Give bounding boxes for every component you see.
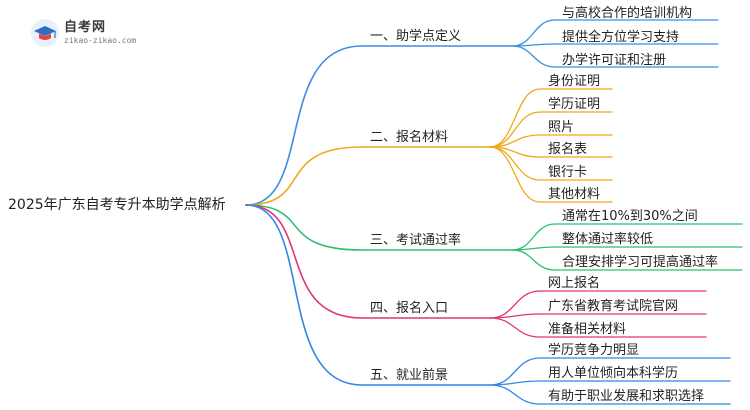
leaf-connector — [511, 249, 556, 271]
leaf-connector — [489, 384, 541, 405]
leaf-topic: 照片 — [548, 120, 575, 135]
leaf-connector — [489, 317, 541, 338]
leaf-topic: 准备相关材料 — [548, 322, 627, 337]
brand-logo-block: 自考网 zikao-zikao.com — [30, 18, 136, 48]
leaf-topic: 身份证明 — [548, 74, 601, 89]
branch-topic: 四、报名入口 — [370, 301, 449, 316]
brand-name: 自考网 — [64, 20, 107, 35]
leaf-topic: 网上报名 — [548, 276, 601, 291]
leaf-connector — [489, 380, 541, 386]
branch-topic: 二、报名材料 — [370, 130, 449, 145]
graduation-cap-logo-icon — [31, 19, 59, 47]
leaf-connector — [511, 223, 556, 251]
leaf-connector — [489, 88, 541, 148]
branch-topic: 三、考试通过率 — [370, 233, 462, 248]
leaf-topic: 报名表 — [548, 142, 588, 157]
branch-topic: 一、助学点定义 — [370, 29, 462, 44]
leaf-connector — [489, 313, 541, 319]
root-connector — [245, 204, 363, 386]
root-connector — [245, 45, 363, 206]
leaf-topic: 学历竞争力明显 — [548, 343, 640, 358]
leaf-topic: 学历证明 — [548, 97, 601, 112]
leaf-connector — [511, 45, 556, 68]
leaf-topic: 有助于职业发展和求职选择 — [548, 389, 705, 404]
leaf-connector — [511, 19, 556, 47]
root-topic: 2025年广东自考专升本助学点解析 — [8, 197, 226, 213]
leaf-topic: 广东省教育考试院官网 — [548, 299, 679, 314]
root-connector — [245, 204, 363, 251]
leaf-topic: 与高校合作的培训机构 — [562, 6, 693, 21]
root-connector — [245, 204, 363, 319]
leaf-topic: 办学许可证和注册 — [562, 53, 667, 68]
branch-topic: 五、就业前景 — [370, 368, 449, 383]
leaf-topic: 银行卡 — [548, 165, 588, 180]
leaf-topic: 通常在10%到30%之间 — [562, 209, 698, 224]
leaf-topic: 用人单位倾向本科学历 — [548, 366, 679, 381]
leaf-topic: 合理安排学习可提高通过率 — [562, 255, 719, 270]
root-connector — [245, 146, 363, 206]
leaf-topic: 整体通过率较低 — [562, 232, 654, 247]
leaf-connector — [489, 146, 541, 203]
leaf-topic: 其他材料 — [548, 187, 601, 202]
leaf-topic: 提供全方位学习支持 — [562, 30, 680, 45]
brand-url: zikao-zikao.com — [64, 36, 137, 45]
